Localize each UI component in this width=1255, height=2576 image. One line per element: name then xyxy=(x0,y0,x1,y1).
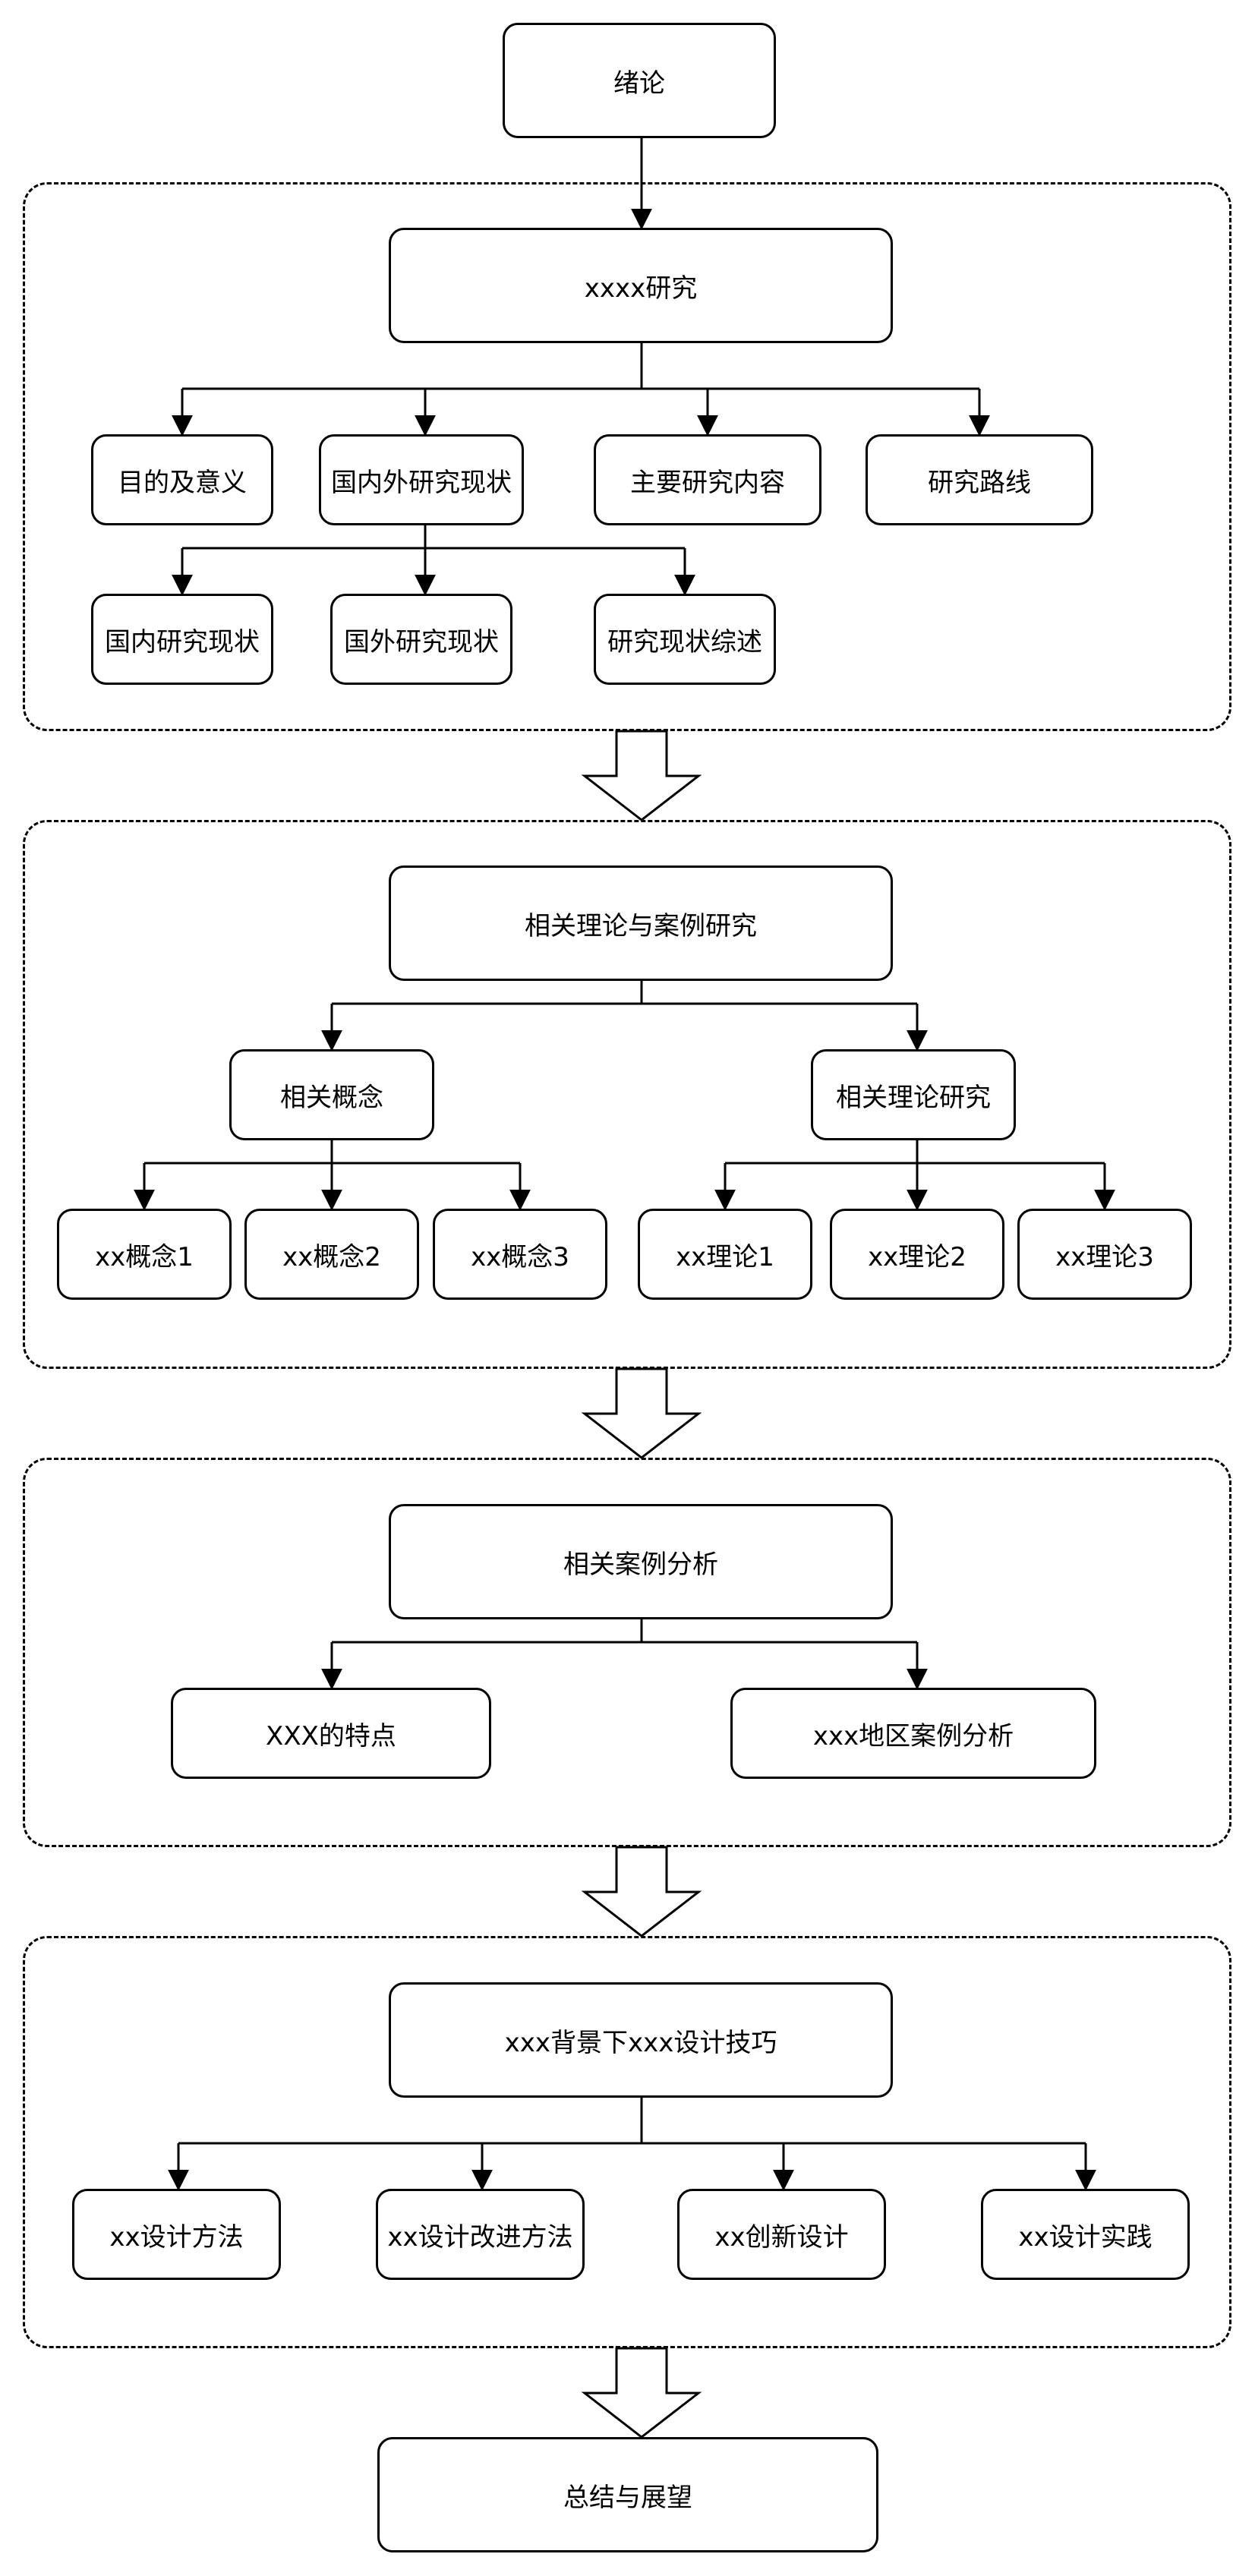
node-innovative-design: xx创新设计 xyxy=(677,2189,886,2280)
node-xxx-features: XXX的特点 xyxy=(171,1688,491,1779)
node-concept-2: xx概念2 xyxy=(244,1209,419,1300)
node-concept-3: xx概念3 xyxy=(433,1209,607,1300)
node-theory-1: xx理论1 xyxy=(638,1209,812,1300)
node-design-method: xx设计方法 xyxy=(72,2189,281,2280)
node-related-concepts: 相关概念 xyxy=(229,1049,434,1140)
node-design-practice: xx设计实践 xyxy=(981,2189,1190,2280)
node-improved-design-method: xx设计改进方法 xyxy=(376,2189,585,2280)
node-domestic-status: 国内研究现状 xyxy=(91,594,273,685)
node-related-theory-research: 相关理论研究 xyxy=(811,1049,1016,1140)
node-purpose-significance: 目的及意义 xyxy=(91,434,273,525)
group-theory-case-research xyxy=(23,820,1231,1369)
group-case-analysis xyxy=(23,1458,1231,1847)
block-arrow-4 xyxy=(581,2347,702,2439)
node-research: xxxx研究 xyxy=(389,228,893,343)
node-research-status: 国内外研究现状 xyxy=(319,434,524,525)
group-introduction-research xyxy=(23,182,1231,731)
node-design-techniques: xxx背景下xxx设计技巧 xyxy=(389,1982,893,2098)
node-foreign-status: 国外研究现状 xyxy=(330,594,512,685)
node-summary-outlook: 总结与展望 xyxy=(377,2437,878,2552)
node-main-content: 主要研究内容 xyxy=(594,434,821,525)
node-theory-2: xx理论2 xyxy=(830,1209,1004,1300)
node-introduction: 绪论 xyxy=(503,23,776,138)
node-theory-3: xx理论3 xyxy=(1017,1209,1192,1300)
node-research-route: 研究路线 xyxy=(866,434,1093,525)
node-case-analysis: 相关案例分析 xyxy=(389,1504,893,1619)
block-arrow-2 xyxy=(581,1367,702,1459)
node-concept-1: xx概念1 xyxy=(57,1209,232,1300)
node-theory-case-study: 相关理论与案例研究 xyxy=(389,865,893,981)
block-arrow-1 xyxy=(581,730,702,821)
node-status-summary: 研究现状综述 xyxy=(594,594,776,685)
node-region-case-analysis: xxx地区案例分析 xyxy=(730,1688,1096,1779)
group-design-techniques xyxy=(23,1936,1231,2348)
block-arrow-3 xyxy=(581,1846,702,1938)
